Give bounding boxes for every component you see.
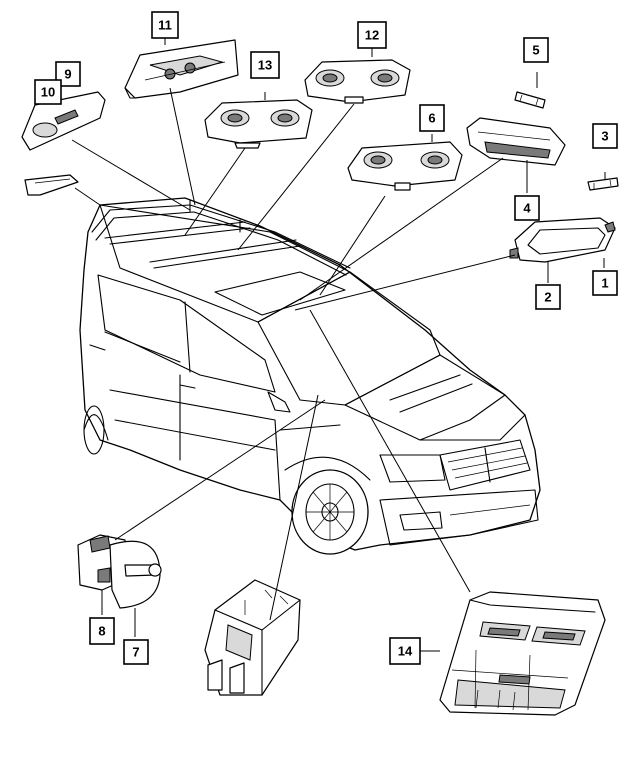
callout-label-10: 10: [41, 85, 55, 100]
callout-3: 3: [592, 123, 618, 149]
callout-label-8: 8: [98, 624, 105, 639]
switch-module-part: [21, 91, 106, 151]
callout-label-13: 13: [258, 58, 272, 73]
map-lamp-part: [204, 99, 313, 149]
overhead-console-part: [124, 39, 239, 99]
console-lamp-part: [466, 117, 566, 166]
bulb-upper-part: [514, 91, 546, 109]
overhead-console-large-part: [439, 591, 606, 716]
dome-lamp-lower-part: [347, 141, 463, 191]
callout-4: 4: [514, 195, 540, 221]
vehicle: [79, 197, 541, 555]
callout-label-11: 11: [158, 18, 172, 33]
callout-6: 6: [419, 104, 445, 132]
callout-5: 5: [523, 37, 549, 63]
callout-label-4: 4: [523, 201, 531, 216]
courtesy-lamp-part: [77, 534, 162, 609]
bulb-lower-part: [587, 177, 619, 191]
callout-11: 11: [151, 11, 179, 39]
callout-8: 8: [89, 617, 115, 645]
dome-lamp-upper-part: [304, 59, 411, 104]
callout-label-7: 7: [132, 645, 139, 660]
callout-7: 7: [123, 639, 149, 665]
callout-label-5: 5: [532, 43, 539, 58]
trim-piece-part: [24, 174, 79, 196]
callout-label-9: 9: [64, 67, 71, 82]
cargo-lamp-part: [509, 217, 616, 263]
callout-2: 2: [535, 284, 561, 310]
callout-label-2: 2: [544, 290, 551, 305]
callout-1: 1: [592, 270, 618, 296]
callout-label-3: 3: [601, 129, 608, 144]
callout-label-14: 14: [398, 644, 413, 659]
callout-12: 12: [357, 21, 387, 49]
callout-14: 14: [389, 637, 421, 665]
callout-13: 13: [250, 51, 280, 79]
connector-part: [204, 579, 301, 696]
callout-10: 10: [34, 79, 62, 105]
leader-lines: [71, 38, 606, 652]
callout-label-12: 12: [365, 28, 379, 43]
callout-label-6: 6: [428, 111, 435, 126]
callout-label-1: 1: [601, 276, 608, 291]
